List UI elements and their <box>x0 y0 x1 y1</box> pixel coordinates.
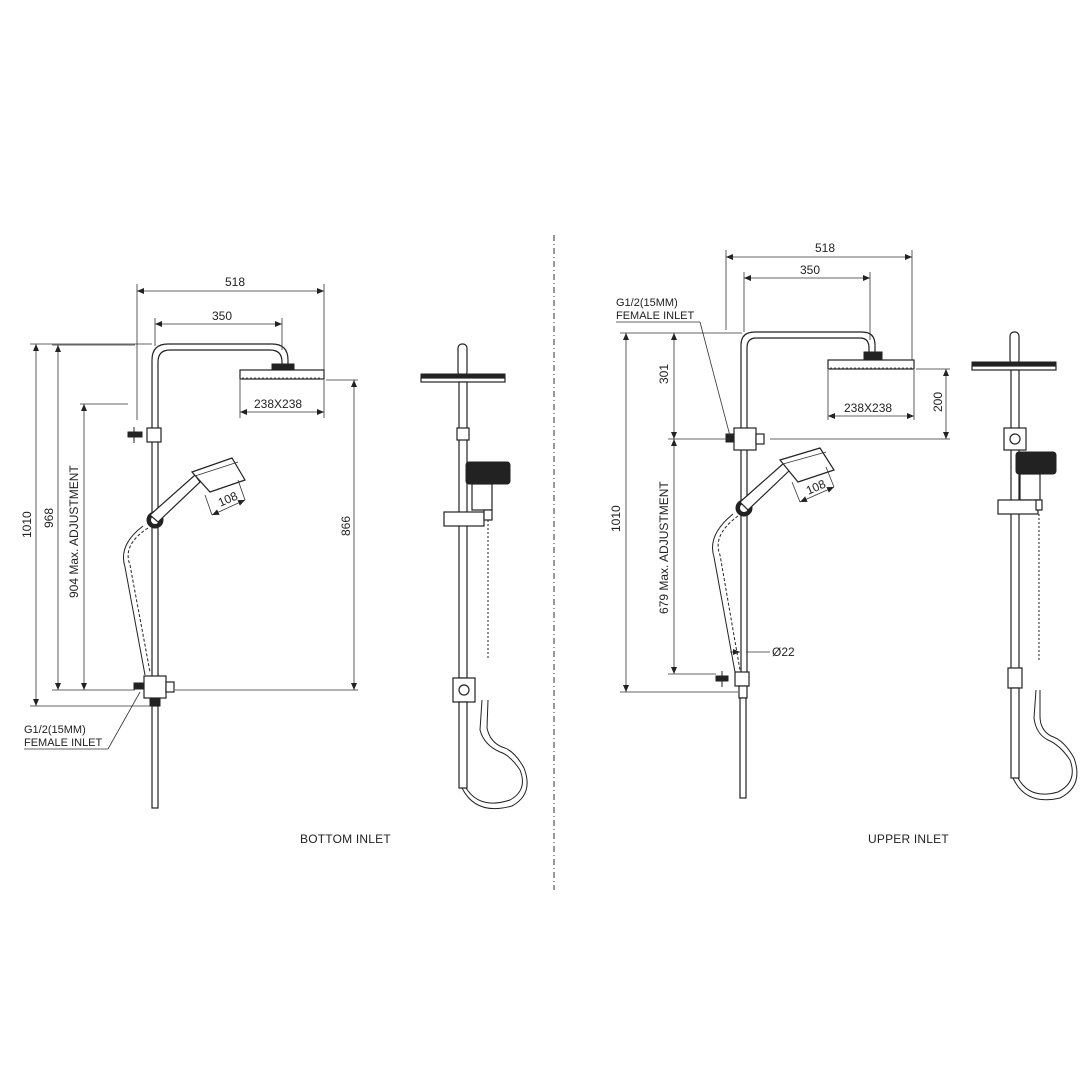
caption-bottom-inlet: BOTTOM INLET <box>300 832 391 846</box>
dim-width-arm: 350 <box>212 309 232 323</box>
dim-height-total: 1010 <box>20 511 34 538</box>
inlet-label-line1-right: G1/2(15MM) <box>616 297 678 309</box>
dim-200: 200 <box>931 392 945 412</box>
dim-handpiece-right: 108 <box>804 477 828 498</box>
inlet-label-line2: FEMALE INLET <box>24 737 103 749</box>
dim-width-total-right: 518 <box>815 241 835 255</box>
caption-upper-inlet: UPPER INLET <box>868 832 949 846</box>
inlet-label-line2-right: FEMALE INLET <box>616 310 695 322</box>
inlet-label-line1: G1/2(15MM) <box>24 724 86 736</box>
dim-width-arm-right: 350 <box>800 263 820 277</box>
bottom-inlet-side-view <box>420 343 528 810</box>
dim-head: 238X238 <box>254 397 302 411</box>
upper-inlet-front-view: 518 350 238X238 200 108 Ø22 1010 301 <box>609 241 950 799</box>
bottom-inlet-front-view: 518 350 238X238 108 1010 968 904 Max. AD… <box>20 275 358 809</box>
dim-handpiece: 108 <box>216 489 240 510</box>
dim-866: 866 <box>339 516 353 536</box>
dim-height-total-right: 1010 <box>609 505 623 532</box>
dim-height-968: 968 <box>42 508 56 528</box>
dim-adjust: 904 Max. ADJUSTMENT <box>67 465 81 598</box>
dim-head-right: 238X238 <box>844 401 892 415</box>
dim-diameter: Ø22 <box>772 645 795 659</box>
dim-adjust-right: 679 Max. ADJUSTMENT <box>657 481 671 614</box>
dim-width-total: 518 <box>225 275 245 289</box>
upper-inlet-side-view <box>971 331 1078 801</box>
dim-301: 301 <box>657 364 671 384</box>
